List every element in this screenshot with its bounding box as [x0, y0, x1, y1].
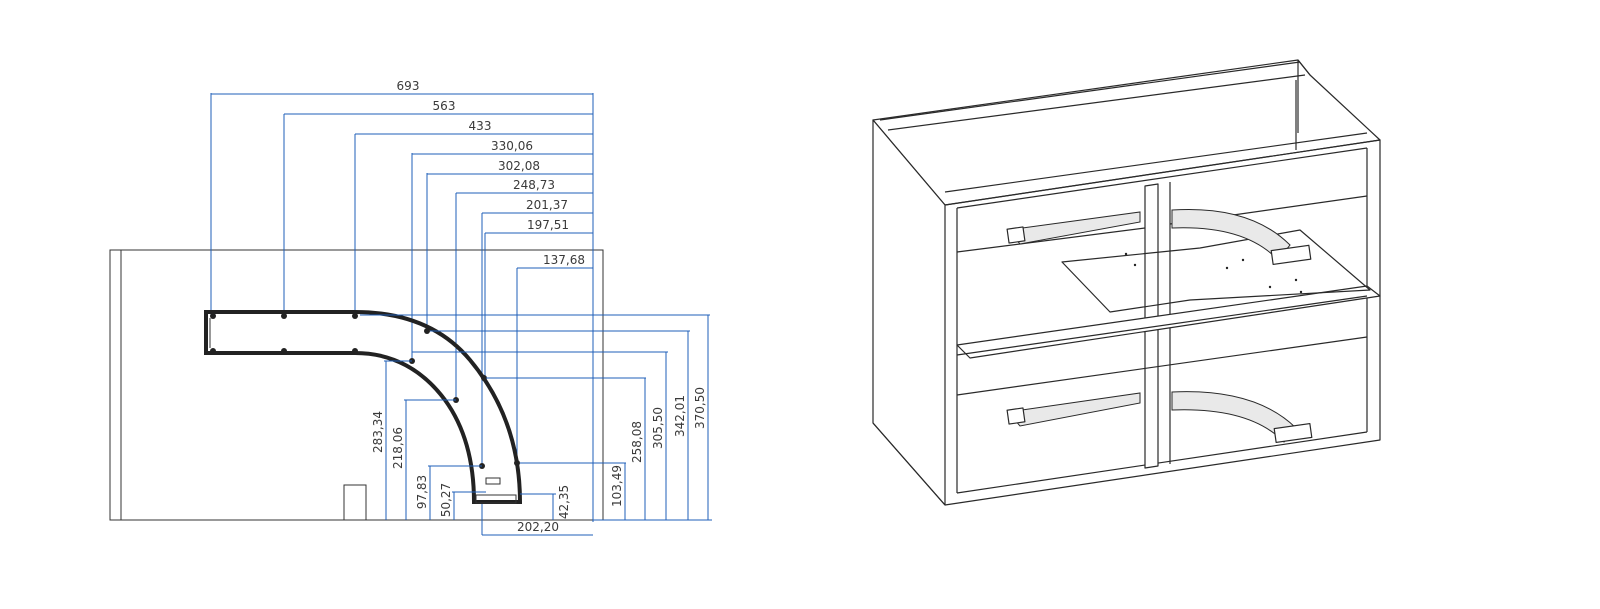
cabinet-outline: [109, 249, 604, 521]
lower-carousel-rail: [1006, 391, 1313, 444]
dim-label-103-49: 103,49: [610, 465, 624, 507]
cabinet-foot-block: [343, 484, 367, 521]
plan-view: 693 563 433 330,06 302,08 248,73 201,37 …: [109, 79, 712, 536]
dim-label-50-27: 50,27: [439, 483, 453, 517]
isometric-cabinet: [872, 59, 1381, 506]
rail-end-bracket: [485, 477, 501, 485]
dim-label-202-20: 202,20: [517, 520, 559, 534]
carousel-rail: [204, 310, 523, 504]
dim-label-258-08: 258,08: [630, 421, 644, 463]
dim-label-42-35: 42,35: [557, 485, 571, 519]
dim-label-283-34: 283,34: [371, 411, 385, 453]
dim-label-370-50: 370,50: [693, 387, 707, 429]
dim-label-330-06: 330,06: [491, 139, 533, 153]
template-marks: [1124, 252, 1303, 294]
dim-label-302-08: 302,08: [498, 159, 540, 173]
left-dimension-lines: [384, 360, 556, 520]
dim-label-563: 563: [433, 99, 456, 113]
dim-label-433: 433: [469, 119, 492, 133]
dim-label-201-37: 201,37: [526, 198, 568, 212]
middle-shelf: [956, 285, 1381, 359]
dim-label-693: 693: [397, 79, 420, 93]
dim-label-197-51: 197,51: [527, 218, 569, 232]
top-dimension-lines: [211, 93, 593, 269]
dim-label-342-01: 342,01: [673, 395, 687, 437]
dim-label-137-68: 137,68: [543, 253, 585, 267]
vertical-extension-lines: [210, 93, 594, 535]
dim-label-248-73: 248,73: [513, 178, 555, 192]
right-extension-lines: [360, 314, 712, 521]
cabinet-back-outline: [944, 139, 1381, 506]
dim-label-305-50: 305,50: [651, 407, 665, 449]
dim-label-218-06: 218,06: [391, 427, 405, 469]
mounting-template-sheet: [1061, 229, 1371, 313]
rail-end-plate: [475, 494, 517, 504]
rail-screw-holes: [210, 313, 520, 469]
dim-label-97-83: 97,83: [415, 475, 429, 509]
upper-carousel-rail: [1006, 208, 1312, 266]
right-dimension-lines: [624, 315, 709, 520]
